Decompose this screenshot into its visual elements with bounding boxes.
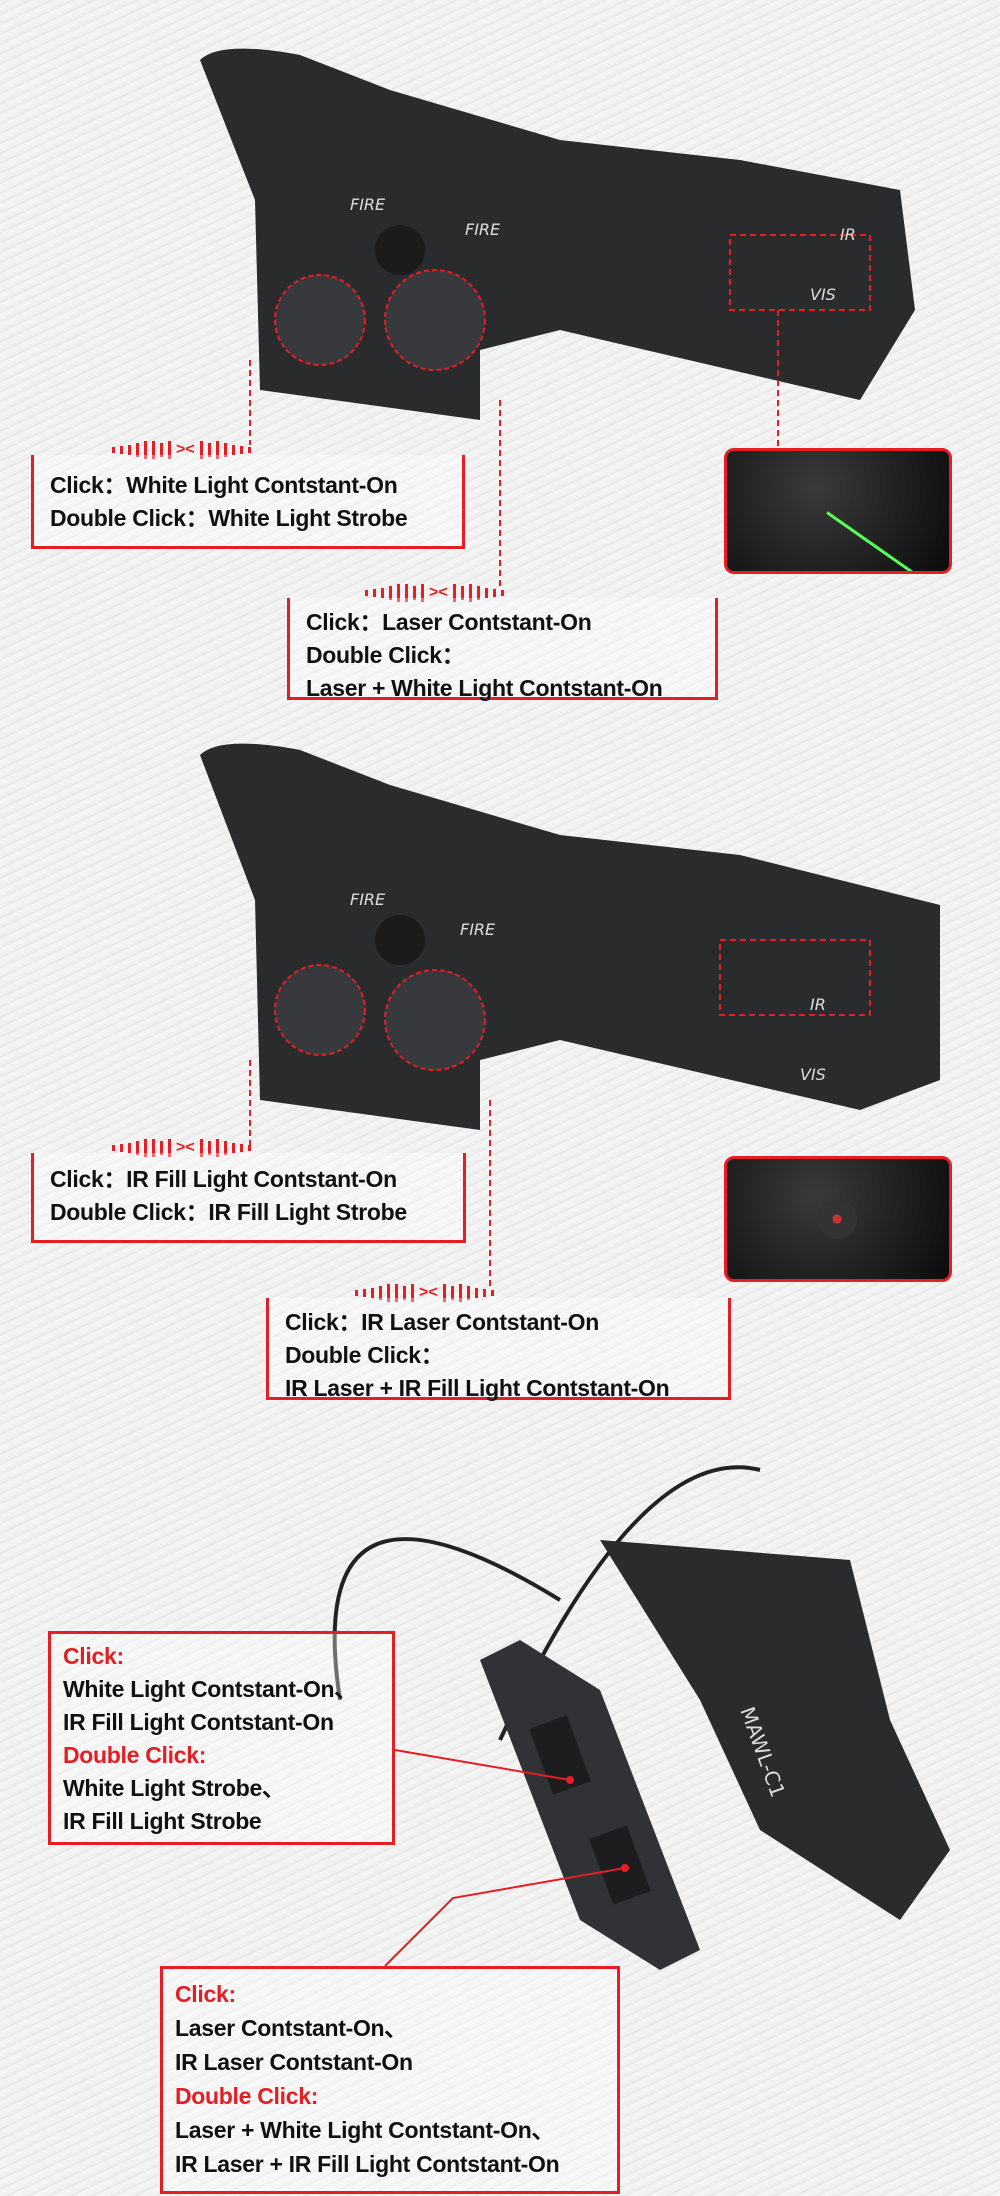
- callout-ir-laser: Click：IR Laser Contstant-On Double Click…: [266, 1298, 731, 1401]
- callout-line: IR Laser + IR Fill Light Contstant-On: [175, 2151, 560, 2177]
- callout-line: Double Click：IR Fill Light Strobe: [50, 1199, 407, 1225]
- click-heading: Click:: [175, 1981, 236, 2007]
- callout-line: Click：White Light Contstant-On: [50, 472, 398, 498]
- callout-ir-fill: Click：IR Fill Light Contstant-On Double …: [31, 1153, 466, 1243]
- ir-label: IR: [840, 225, 856, 244]
- vis-label: VIS: [810, 285, 836, 304]
- laser-device-top: FIRE FIRE IR VIS: [200, 48, 915, 590]
- vis-label: VIS: [800, 1065, 826, 1084]
- tick-decoration: ><: [355, 1283, 494, 1303]
- ir-label: IR: [810, 995, 826, 1014]
- ir-photo: [724, 1156, 952, 1282]
- callout-upper-switch: Click: White Light Contstant-On、 IR Fill…: [48, 1631, 395, 1845]
- callout-line: White Light Strobe、: [63, 1775, 285, 1801]
- callout-line: Click：IR Laser Contstant-On: [285, 1309, 599, 1335]
- callout-line: IR Fill Light Strobe: [63, 1808, 262, 1834]
- callout-line: Laser + White Light Contstant-On、: [175, 2117, 555, 2143]
- callout-white-light: Click：White Light Contstant-On Double Cl…: [31, 455, 465, 549]
- laser-beam: [826, 511, 949, 571]
- callout-line: Click：IR Fill Light Contstant-On: [50, 1166, 397, 1192]
- fire-label-right: FIRE: [465, 220, 501, 239]
- callout-line: IR Laser + IR Fill Light Contstant-On: [285, 1375, 670, 1401]
- fire-label-left: FIRE: [350, 890, 386, 909]
- callout-line: Double Click：: [306, 642, 465, 668]
- callout-line: Laser + White Light Contstant-On: [306, 675, 663, 701]
- double-click-heading: Double Click:: [175, 2083, 319, 2109]
- fire-label-right: FIRE: [460, 920, 496, 939]
- tick-decoration: ><: [365, 583, 504, 603]
- tick-decoration: ><: [112, 440, 251, 460]
- click-heading: Click:: [63, 1643, 124, 1669]
- callout-line: Click：Laser Contstant-On: [306, 609, 592, 635]
- remote-switch-device: MAWL-C1: [332, 1465, 950, 1970]
- callout-line: IR Laser Contstant-On: [175, 2049, 413, 2075]
- green-laser-photo: [724, 448, 952, 574]
- laser-device-middle: FIRE FIRE IR VIS: [200, 743, 940, 1290]
- callout-lower-switch: Click: Laser Contstant-On、 IR Laser Cont…: [160, 1966, 620, 2194]
- double-click-heading: Double Click:: [63, 1742, 207, 1768]
- tick-decoration: ><: [112, 1138, 251, 1158]
- callout-line: Double Click：: [285, 1342, 444, 1368]
- fire-label-left: FIRE: [350, 195, 386, 214]
- callout-line: White Light Contstant-On、: [63, 1676, 357, 1702]
- callout-line: Double Click：White Light Strobe: [50, 505, 408, 531]
- callout-line: IR Fill Light Contstant-On: [63, 1709, 334, 1735]
- callout-laser: Click：Laser Contstant-On Double Click： L…: [287, 598, 718, 701]
- ir-emitter: [817, 1199, 857, 1239]
- callout-line: Laser Contstant-On、: [175, 2015, 407, 2041]
